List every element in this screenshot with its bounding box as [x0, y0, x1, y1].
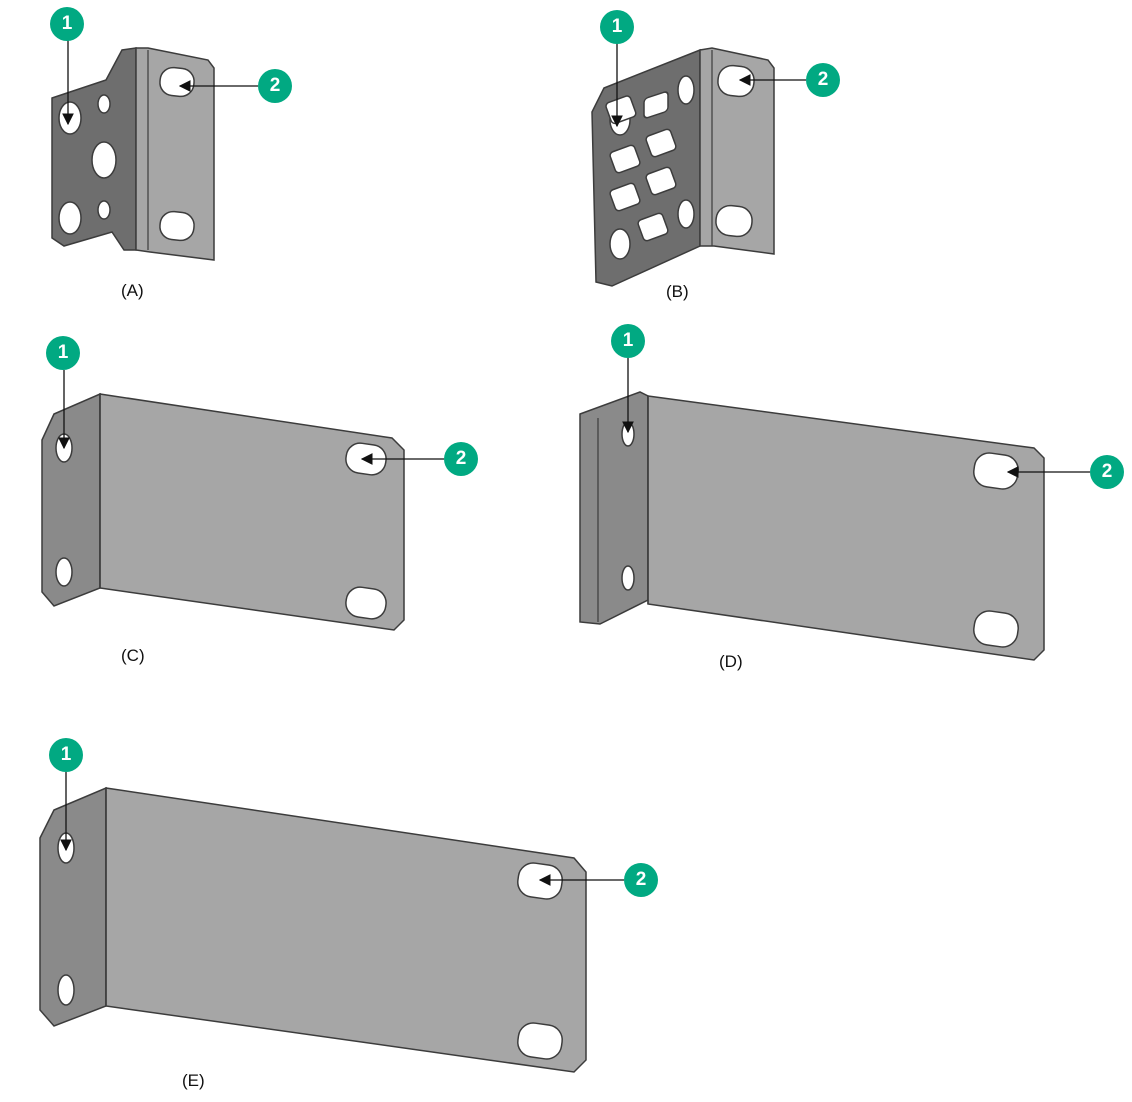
caption-bracket-c: (C): [121, 646, 145, 665]
bracket-c: [41, 370, 444, 631]
bracket-a-front-hole: [58, 101, 82, 135]
caption-bracket-d: (D): [719, 652, 743, 671]
bracket-a-ear: [135, 47, 215, 261]
bracket-b-ear: [699, 47, 775, 255]
callout-badge-front-holes: 1: [50, 7, 84, 41]
bracket-b: [591, 42, 806, 287]
bracket-e: [39, 772, 624, 1073]
callout-badge-rear-slots: 2: [1090, 455, 1124, 489]
callout-badge-front-holes: 1: [49, 738, 83, 772]
bracket-e-panel: [105, 787, 587, 1073]
caption-bracket-e: (E): [182, 1071, 205, 1090]
bracket-d: [579, 358, 1090, 661]
callout-badge-rear-slots: 2: [624, 863, 658, 897]
bracket-b-rear-slot: [717, 64, 755, 98]
caption-bracket-b: (B): [666, 282, 689, 301]
callout-badge-rear-slots: 2: [806, 63, 840, 97]
bracket-a-rear-slot: [159, 66, 195, 98]
callout-badge-rear-slots: 2: [258, 69, 292, 103]
callout-badge-front-holes: 1: [600, 10, 634, 44]
callout-badge-front-holes: 1: [611, 324, 645, 358]
bracket-d-side-flange: [579, 391, 649, 625]
callout-badge-rear-slots: 2: [444, 442, 478, 476]
caption-bracket-a: (A): [121, 281, 144, 300]
bracket-a: [51, 40, 258, 261]
callout-badge-front-holes: 1: [46, 336, 80, 370]
